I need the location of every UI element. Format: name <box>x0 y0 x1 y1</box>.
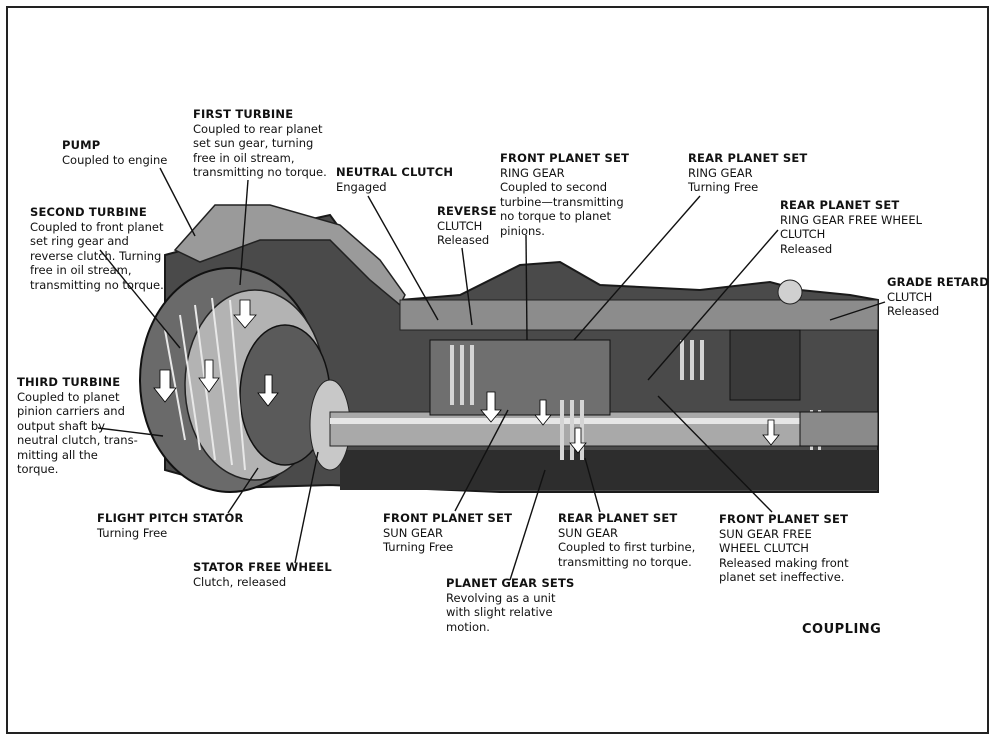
label-line: WHEEL CLUTCH <box>719 541 809 555</box>
label-flight-pitch-stator-title: FLIGHT PITCH STATOR <box>97 511 244 525</box>
label-line: CLUTCH <box>780 227 826 241</box>
label-first-turbine: FIRST TURBINE Coupled to rear planet set… <box>193 107 327 180</box>
label-line: transmitting no torque. <box>193 165 327 179</box>
label-line: Revolving as a unit <box>446 590 556 605</box>
label-front-ring-gear-title: FRONT PLANET SET <box>500 151 630 165</box>
label-second-turbine-title: SECOND TURBINE <box>30 205 147 219</box>
rear-clutch-pack <box>729 329 801 401</box>
label-flight-pitch-stator: FLIGHT PITCH STATOR Turning Free <box>97 511 244 540</box>
label-line: output shaft by <box>17 418 106 433</box>
output-spline <box>799 411 879 447</box>
label-line: Released <box>887 304 940 318</box>
label-line: CLUTCH <box>887 289 933 304</box>
label-line: free in oil stream, <box>193 150 295 165</box>
label-line: turbine—transmitting <box>500 194 624 209</box>
label-line: Engaged <box>336 179 387 194</box>
label-line: planet set ineffective. <box>719 570 845 584</box>
label-planet-gear-sets: PLANET GEAR SETS Revolving as a unit wit… <box>446 576 575 634</box>
case-lower-band <box>340 450 878 490</box>
label-line: CLUTCH <box>437 218 483 233</box>
label-line: mitting all the <box>17 447 98 462</box>
label-neutral-clutch-title: NEUTRAL CLUTCH <box>336 165 454 179</box>
label-line: RING GEAR FREE WHEEL <box>780 212 922 227</box>
label-line: transmitting no torque. <box>30 277 164 292</box>
label-line: motion. <box>446 619 490 634</box>
label-line: SUN GEAR <box>558 525 619 540</box>
label-line: pinions. <box>500 223 545 238</box>
label-front-sun-gear-title: FRONT PLANET SET <box>383 511 513 525</box>
label-rear-ring-gear: REAR PLANET SET RING GEAR Turning Free <box>688 151 807 195</box>
gear-teeth <box>450 340 821 460</box>
label-line: Turning Free <box>383 540 454 554</box>
label-line: transmitting no torque. <box>558 554 692 569</box>
label-front-ring-gear: FRONT PLANET SET RING GEAR Coupled to se… <box>500 151 629 238</box>
label-rear-ring-free-wheel: REAR PLANET SET RING GEAR FREE WHEEL CLU… <box>780 198 922 256</box>
label-line: Coupled to rear planet <box>193 121 323 136</box>
label-line: RING GEAR <box>500 165 565 180</box>
label-line: Coupled to first turbine, <box>558 540 696 554</box>
label-line: SUN GEAR FREE <box>719 526 812 541</box>
label-line: reverse clutch. Turning <box>30 248 162 263</box>
oil-flow-arrows <box>153 299 780 454</box>
label-front-sun-free-wheel: FRONT PLANET SET SUN GEAR FREE WHEEL CLU… <box>719 512 849 585</box>
label-third-turbine: THIRD TURBINE Coupled to planet pinion c… <box>17 375 138 477</box>
label-first-turbine-title: FIRST TURBINE <box>193 107 294 121</box>
label-grade-retard-title: GRADE RETARD <box>887 275 989 289</box>
label-line: Turning Free <box>688 180 759 194</box>
label-stator-free-wheel: STATOR FREE WHEEL Clutch, released <box>193 560 332 589</box>
label-line: Released <box>437 233 490 247</box>
label-reverse-clutch: REVERSE CLUTCH Released <box>437 204 497 248</box>
label-line: neutral clutch, trans- <box>17 433 138 447</box>
case-boss <box>777 279 803 305</box>
leader-lines <box>97 167 886 581</box>
label-front-sun-gear: FRONT PLANET SET SUN GEAR Turning Free <box>383 511 512 555</box>
label-line: no torque to planet <box>500 209 611 223</box>
label-grade-retard: GRADE RETARD CLUTCH Released <box>887 275 989 319</box>
label-rear-sun-gear: REAR PLANET SET SUN GEAR Coupled to firs… <box>558 511 695 569</box>
label-line: Coupled to second <box>500 180 608 194</box>
label-line: Turning Free <box>97 525 168 540</box>
label-line: set ring gear and <box>30 234 129 248</box>
main-shaft <box>329 411 879 447</box>
label-planet-gear-sets-title: PLANET GEAR SETS <box>446 576 575 590</box>
label-pump-line: Coupled to engine <box>62 152 168 167</box>
label-front-sun-free-wheel-title: FRONT PLANET SET <box>719 512 849 526</box>
label-rear-sun-gear-title: REAR PLANET SET <box>558 511 678 525</box>
case-upper-band <box>399 299 879 331</box>
label-rear-ring-gear-title: REAR PLANET SET <box>688 151 808 165</box>
label-line: set sun gear, turning <box>193 136 314 150</box>
label-reverse-clutch-title: REVERSE <box>437 204 497 218</box>
label-line: Coupled to front planet <box>30 219 164 234</box>
label-line: RING GEAR <box>688 165 753 180</box>
label-line: Released <box>780 241 833 256</box>
label-line: pinion carriers and <box>17 404 125 418</box>
label-pump-title: PUMP <box>62 138 101 152</box>
label-line: Coupled to planet <box>17 389 120 404</box>
label-second-turbine: SECOND TURBINE Coupled to front planet s… <box>30 205 164 292</box>
shaft-highlight <box>330 418 878 424</box>
label-third-turbine-title: THIRD TURBINE <box>17 375 121 389</box>
label-line: Released making front <box>719 555 849 570</box>
label-stator-free-wheel-title: STATOR FREE WHEEL <box>193 560 332 574</box>
label-line: Clutch, released <box>193 574 287 589</box>
label-line: free in oil stream, <box>30 263 132 277</box>
label-neutral-clutch: NEUTRAL CLUTCH Engaged <box>336 165 453 194</box>
label-rear-ring-free-wheel-title: REAR PLANET SET <box>780 198 900 212</box>
label-line: with slight relative <box>446 605 553 619</box>
label-pump: PUMP Coupled to engine <box>62 138 167 167</box>
diagram-frame <box>6 6 989 734</box>
figure-caption: COUPLING <box>802 622 882 637</box>
label-line: SUN GEAR <box>383 525 444 540</box>
label-line: torque. <box>17 462 59 476</box>
